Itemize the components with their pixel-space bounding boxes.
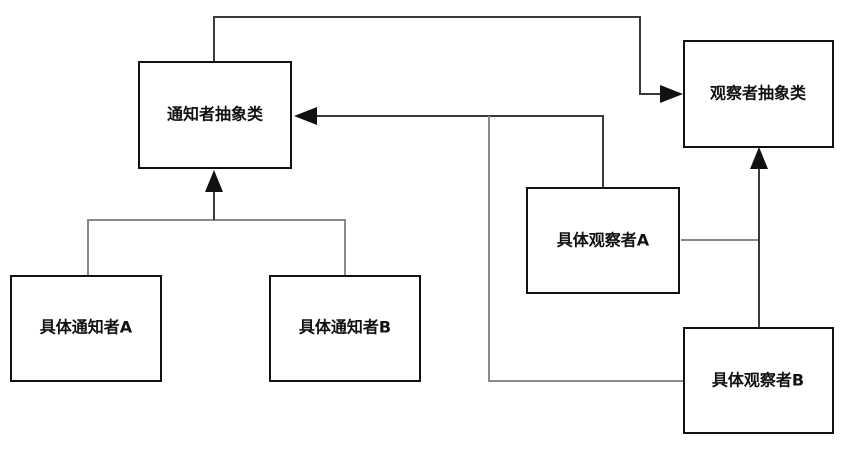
node-concrete-observer-a-label: 具体观察者A — [557, 231, 650, 250]
arrow-head-observer-abstract — [660, 85, 683, 103]
node-concrete-observer-b: 具体观察者B — [683, 327, 834, 434]
node-concrete-notifier-b: 具体通知者B — [269, 275, 421, 382]
node-concrete-observer-a: 具体观察者A — [526, 187, 680, 294]
node-concrete-notifier-b-label: 具体通知者B — [299, 318, 391, 337]
edge-notifiers-join — [87, 219, 346, 276]
node-concrete-observer-b-label: 具体观察者B — [712, 371, 804, 390]
edges — [87, 16, 768, 382]
arrow-head-observer-up — [750, 147, 768, 169]
edge-observer-b-to-notifier — [488, 116, 683, 382]
arrow-head-notifier-left — [294, 107, 317, 125]
arrow-head-notifier-abstract — [205, 170, 223, 192]
node-concrete-notifier-a: 具体通知者A — [10, 275, 162, 382]
node-notifier-abstract-label: 通知者抽象类 — [167, 105, 264, 124]
node-notifier-abstract: 通知者抽象类 — [138, 61, 292, 169]
node-observer-abstract-label: 观察者抽象类 — [710, 84, 807, 103]
node-observer-abstract: 观察者抽象类 — [683, 40, 834, 148]
node-concrete-notifier-a-label: 具体通知者A — [40, 318, 133, 337]
edge-notifier-to-observer — [213, 16, 662, 95]
edge-observer-a-to-notifier — [315, 115, 604, 188]
